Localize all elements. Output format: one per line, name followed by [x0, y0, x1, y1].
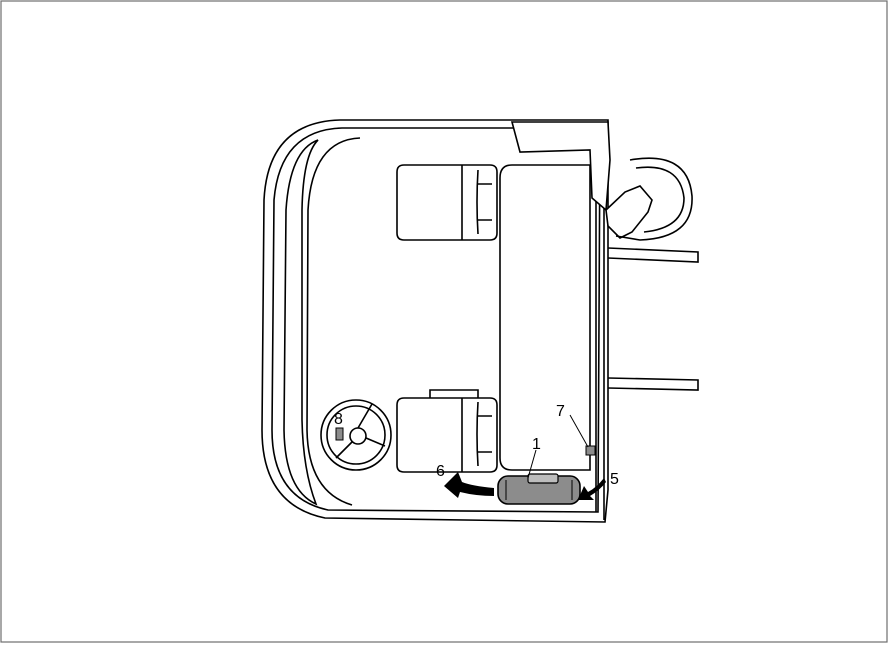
- air-inlet-arrow: [578, 478, 606, 500]
- steering-spokes: [335, 403, 386, 459]
- lower-seat-headrest: [429, 389, 479, 398]
- callout-6: 6: [436, 463, 445, 480]
- windshield: [283, 139, 319, 506]
- wheel-inner: [635, 166, 685, 233]
- leader-7: [569, 414, 589, 448]
- upper-seat-base: [396, 164, 498, 241]
- air-outlet-arrow: [444, 472, 494, 498]
- chassis-rail-upper: [607, 247, 699, 263]
- callout-8: 8: [334, 411, 343, 428]
- control-switch-box: [335, 427, 344, 441]
- wheel: [615, 157, 693, 241]
- upper-seat-back: [461, 165, 492, 240]
- lower-seat-back: [461, 398, 492, 472]
- dashboard-line: [306, 137, 361, 506]
- chassis-rail-lower: [607, 377, 699, 391]
- rear-pillar: [510, 121, 611, 212]
- rear-compartment: [499, 164, 591, 471]
- cab-outline: [261, 119, 699, 523]
- steering-wheel-inner: [326, 405, 386, 465]
- lower-seat-base: [396, 397, 498, 473]
- heater-top: [527, 473, 559, 484]
- sensor-box: [585, 445, 596, 456]
- callout-1: 1: [532, 436, 541, 453]
- callout-7: 7: [556, 403, 565, 420]
- cab-body-outer: [261, 119, 609, 523]
- heater-unit: [497, 473, 581, 505]
- callout-5: 5: [610, 471, 619, 488]
- exhaust-pipe: [605, 185, 653, 239]
- leader-1: [527, 449, 537, 479]
- steering-wheel: [320, 399, 392, 471]
- steering-hub: [349, 427, 367, 445]
- cab-body-inner: [271, 127, 601, 513]
